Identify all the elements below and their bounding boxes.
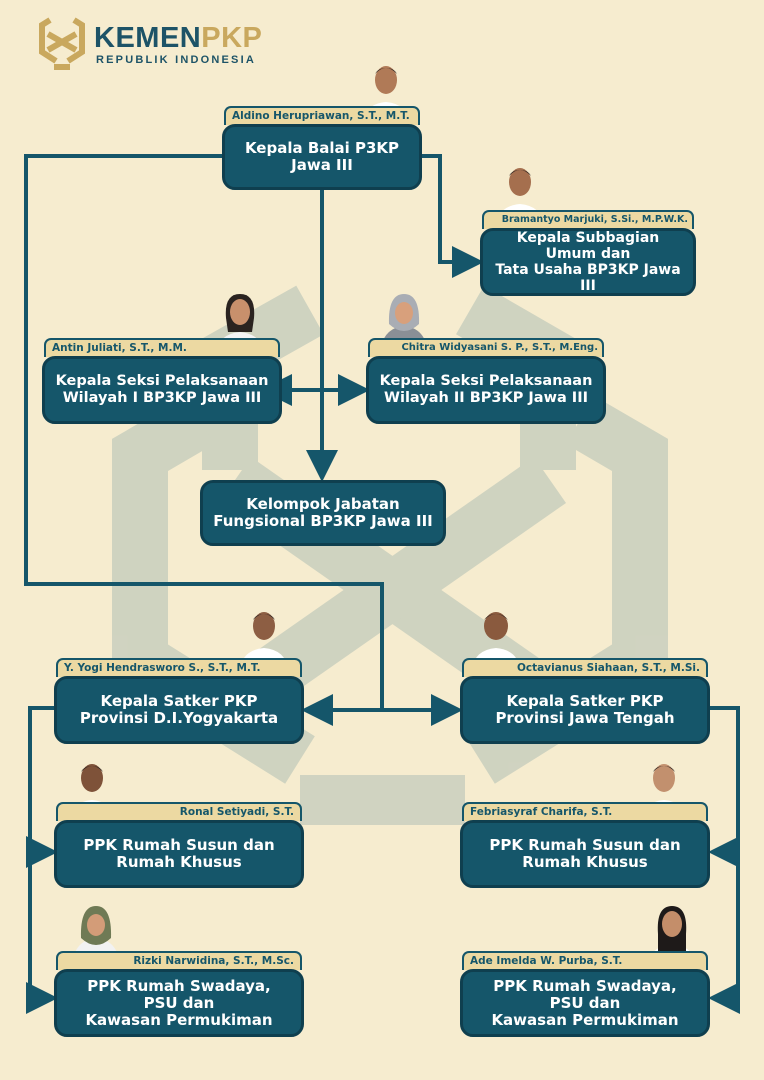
name-satker-diy: Y. Yogi Hendrasworo S., S.T., M.T. [56, 658, 302, 677]
box-kasubbag: Kepala Subbagian Umum dan Tata Usaha BP3… [480, 228, 696, 296]
box-ppk-rusun-diy: PPK Rumah Susun dan Rumah Khusus [54, 820, 304, 888]
name-kasubbag: Bramantyo Marjuki, S.Si., M.P.W.K. [482, 210, 694, 229]
kemenpkp-logo: KEMENPKP REPUBLIK INDONESIA [36, 14, 266, 74]
name-ppk-rusun-diy: Ronal Setiyadi, S.T. [56, 802, 302, 821]
box-ppk-rusun-jateng: PPK Rumah Susun dan Rumah Khusus [460, 820, 710, 888]
box-satker-jateng: Kepala Satker PKP Provinsi Jawa Tengah [460, 676, 710, 744]
box-fungsional: Kelompok Jabatan Fungsional BP3KP Jawa I… [200, 480, 446, 546]
box-ppk-swadaya-diy: PPK Rumah Swadaya, PSU dan Kawasan Permu… [54, 969, 304, 1037]
name-satker-jateng: Octavianus Siahaan, S.T., M.Si. [462, 658, 708, 677]
name-ppk-swadaya-jateng: Ade Imelda W. Purba, S.T. [462, 951, 708, 970]
box-kepala-balai: Kepala Balai P3KP Jawa III [222, 124, 422, 190]
box-kasi-2: Kepala Seksi Pelaksanaan Wilayah II BP3K… [366, 356, 606, 424]
name-kasi-2: Chitra Widyasani S. P., S.T., M.Eng. [368, 338, 604, 357]
kemenpkp-emblem-icon [39, 17, 85, 70]
logo-subtitle: REPUBLIK INDONESIA [96, 54, 256, 66]
name-ppk-swadaya-diy: Rizki Narwidina, S.T., M.Sc. [56, 951, 302, 970]
logo-title: KEMENPKP [94, 22, 263, 54]
box-satker-diy: Kepala Satker PKP Provinsi D.I.Yogyakart… [54, 676, 304, 744]
name-kasi-1: Antin Juliati, S.T., M.M. [44, 338, 280, 357]
name-ppk-rusun-jateng: Febriasyraf Charifa, S.T. [462, 802, 708, 821]
box-kasi-1: Kepala Seksi Pelaksanaan Wilayah I BP3KP… [42, 356, 282, 424]
name-kepala-balai: Aldino Herupriawan, S.T., M.T. [224, 106, 420, 125]
box-ppk-swadaya-jateng: PPK Rumah Swadaya, PSU dan Kawasan Permu… [460, 969, 710, 1037]
